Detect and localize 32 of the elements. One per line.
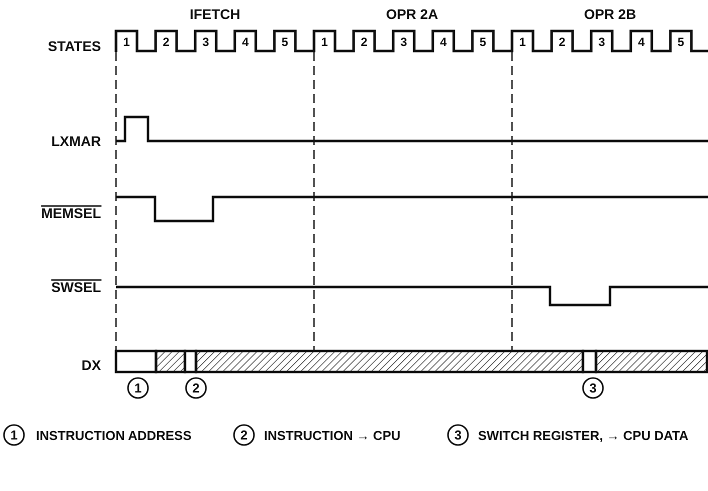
state-number: 4 (440, 35, 447, 49)
callout-number: 1 (3, 424, 25, 446)
state-number: 4 (242, 35, 249, 49)
callout-number: 3 (447, 424, 469, 446)
phase-label: IFETCH (190, 6, 240, 22)
legend-text: INSTRUCTION → CPU (264, 428, 400, 443)
state-number: 1 (519, 35, 526, 49)
state-number: 5 (480, 35, 486, 49)
state-number: 3 (598, 35, 606, 49)
callout-number: 2 (233, 424, 255, 446)
row-label: STATES (48, 38, 101, 54)
state-number: 4 (638, 35, 645, 49)
state-number: 3 (202, 35, 210, 49)
state-number: 5 (678, 35, 684, 49)
row-label: SWSEL (51, 279, 102, 295)
state-number: 5 (282, 35, 288, 49)
state-number: 2 (360, 35, 368, 49)
phase-label: OPR 2B (584, 6, 636, 22)
state-number: 2 (162, 35, 170, 49)
state-number: 1 (321, 35, 328, 49)
row-label: LXMAR (51, 133, 101, 149)
state-number: 2 (558, 35, 566, 49)
callout-number: 2 (185, 377, 207, 399)
callout-number: 3 (582, 377, 604, 399)
row-label: MEMSEL (41, 205, 102, 221)
row-label: DX (82, 357, 101, 373)
callout-number: 1 (127, 377, 149, 399)
state-number: 3 (400, 35, 408, 49)
phase-label: OPR 2A (386, 6, 438, 22)
legend-text: SWITCH REGISTER, → CPU DATA (478, 428, 688, 443)
legend-text: INSTRUCTION ADDRESS (36, 428, 192, 443)
state-number: 1 (123, 35, 130, 49)
